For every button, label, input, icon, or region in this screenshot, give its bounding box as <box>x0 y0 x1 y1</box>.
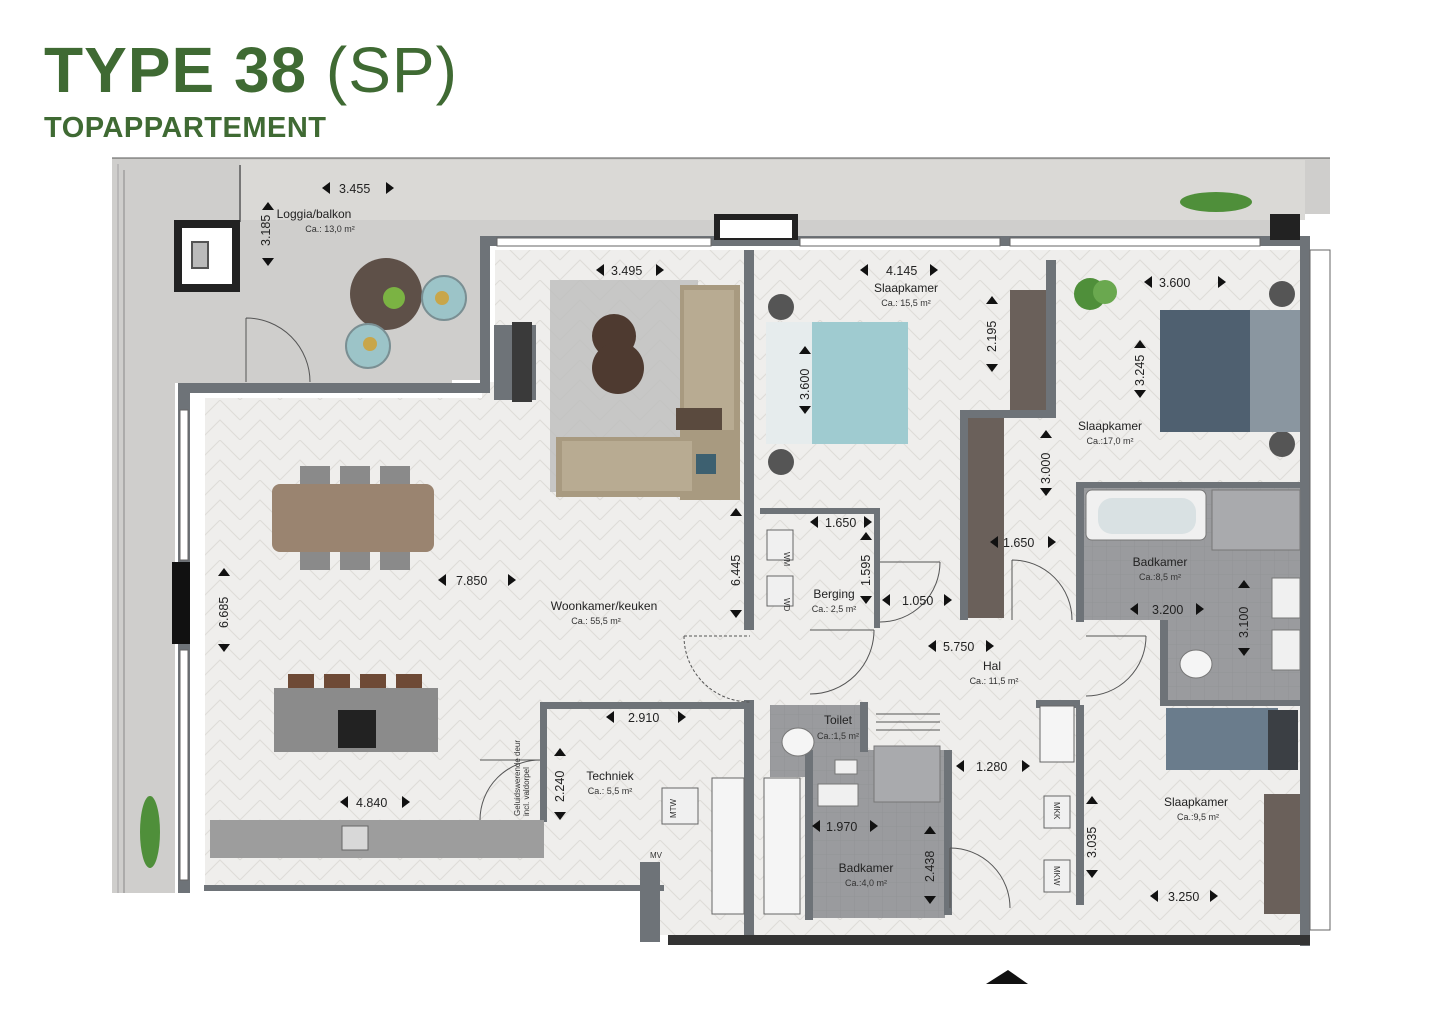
dim-6445: 6.445 <box>729 555 743 586</box>
bathroom1-fixtures <box>1085 489 1301 679</box>
dim-4145: 4.145 <box>886 264 917 278</box>
dim-3600-v: 3.600 <box>798 369 812 400</box>
dim-7850: 7.850 <box>456 574 487 588</box>
dim-1050: 1.050 <box>902 594 933 608</box>
dim-1280: 1.280 <box>976 760 1007 774</box>
dim-2240: 2.240 <box>553 771 567 802</box>
dim-2910: 2.910 <box>628 711 659 725</box>
appliance-labels: WM WD MTW MV MKK MKW <box>650 552 1061 886</box>
room-name-bedroom-2: Slaapkamer <box>1078 419 1142 433</box>
appliance-mtw: MTW <box>669 798 678 818</box>
room-name-living: Woonkamer/keuken <box>551 599 658 613</box>
dim-1650-b: 1.650 <box>1003 536 1034 550</box>
dim-3495: 3.495 <box>611 264 642 278</box>
room-area-hall: Ca.: 11,5 m² <box>970 676 1019 686</box>
bedroom2-furniture <box>968 281 1300 618</box>
room-area-bedroom-2: Ca.:17,0 m² <box>1086 436 1133 446</box>
dim-1595: 1.595 <box>859 555 873 586</box>
room-name-tech: Techniek <box>586 769 634 783</box>
dimension-labels: 3.455 3.185 3.495 4.145 3.600 3.600 2.19… <box>217 182 1251 904</box>
dim-2438: 2.438 <box>923 851 937 882</box>
dim-3035: 3.035 <box>1085 827 1099 858</box>
title-suffix: (SP) <box>325 34 458 106</box>
service-fixtures <box>661 529 1075 915</box>
dim-3600-h: 3.600 <box>1159 276 1190 290</box>
door-note: Geluidswerende deur incl. valdorpel <box>513 740 531 816</box>
room-area-living: Ca.: 55,5 m² <box>571 616 621 626</box>
room-name-loggia: Loggia/balkon <box>277 207 352 221</box>
dimension-arrows-vertical <box>218 202 1250 904</box>
appliance-mkw: MKW <box>1052 866 1061 886</box>
room-name-storage: Berging <box>813 587 854 601</box>
door-note-line-1: Geluidswerende deur <box>513 740 522 816</box>
doors <box>245 317 1147 909</box>
terrace <box>112 157 1330 893</box>
title-type: TYPE 38 <box>44 34 308 106</box>
room-area-bathroom-2: Ca.:4,0 m² <box>845 878 887 888</box>
dim-1650-a: 1.650 <box>825 516 856 530</box>
dim-2195: 2.195 <box>985 321 999 352</box>
dim-3245: 3.245 <box>1133 355 1147 386</box>
north-arrow-icon <box>986 970 1028 984</box>
loggia-furniture <box>345 258 467 369</box>
kitchen-furniture <box>210 674 544 858</box>
windows <box>179 237 1331 931</box>
dim-3185: 3.185 <box>259 215 273 246</box>
room-area-bedroom-1: Ca.: 15,5 m² <box>881 298 931 308</box>
dim-5750: 5.750 <box>943 640 974 654</box>
room-name-bathroom-1: Badkamer <box>1133 555 1188 569</box>
room-name-bathroom-2: Badkamer <box>839 861 894 875</box>
room-area-loggia: Ca.: 13,0 m² <box>305 224 355 234</box>
dim-4840: 4.840 <box>356 796 387 810</box>
door-note-line-2: incl. valdorpel <box>522 767 531 816</box>
bedroom3-furniture <box>1166 708 1300 914</box>
plant-icon <box>140 796 160 868</box>
plant-icons <box>140 192 1252 868</box>
columns <box>172 214 1300 644</box>
room-area-bathroom-1: Ca.:8,5 m² <box>1139 572 1181 582</box>
room-name-toilet: Toilet <box>824 713 853 727</box>
room-name-hall: Hal <box>983 659 1001 673</box>
page-subtitle: TOPAPPARTEMENT <box>44 112 327 144</box>
appliance-wd: WD <box>782 598 791 612</box>
dim-3100: 3.100 <box>1237 607 1251 638</box>
dim-1970: 1.970 <box>826 820 857 834</box>
appliance-wm: WM <box>782 552 791 567</box>
dim-3250: 3.250 <box>1168 890 1199 904</box>
dimension-arrows <box>322 182 1226 902</box>
room-labels: Loggia/balkon Ca.: 13,0 m² Woonkamer/keu… <box>277 207 1228 888</box>
dim-3455: 3.455 <box>339 182 370 196</box>
plant-icon <box>1180 192 1252 212</box>
dim-6685: 6.685 <box>217 597 231 628</box>
dining-furniture <box>272 466 434 570</box>
page-title: TYPE 38 (SP) <box>44 34 458 106</box>
appliance-mv: MV <box>650 851 663 860</box>
room-name-bedroom-1: Slaapkamer <box>874 281 938 295</box>
bedroom1-furniture <box>766 290 1046 475</box>
living-furniture <box>494 280 740 500</box>
dim-3000: 3.000 <box>1039 453 1053 484</box>
room-area-toilet: Ca.:1,5 m² <box>817 731 859 741</box>
room-name-bedroom-3: Slaapkamer <box>1164 795 1228 809</box>
room-area-tech: Ca.: 5,5 m² <box>588 786 633 796</box>
appliance-mkk: MKK <box>1052 802 1061 820</box>
room-area-storage: Ca.: 2,5 m² <box>812 604 857 614</box>
plant-icon <box>1093 280 1117 304</box>
room-area-bedroom-3: Ca.:9,5 m² <box>1177 812 1219 822</box>
dim-3200: 3.200 <box>1152 603 1183 617</box>
